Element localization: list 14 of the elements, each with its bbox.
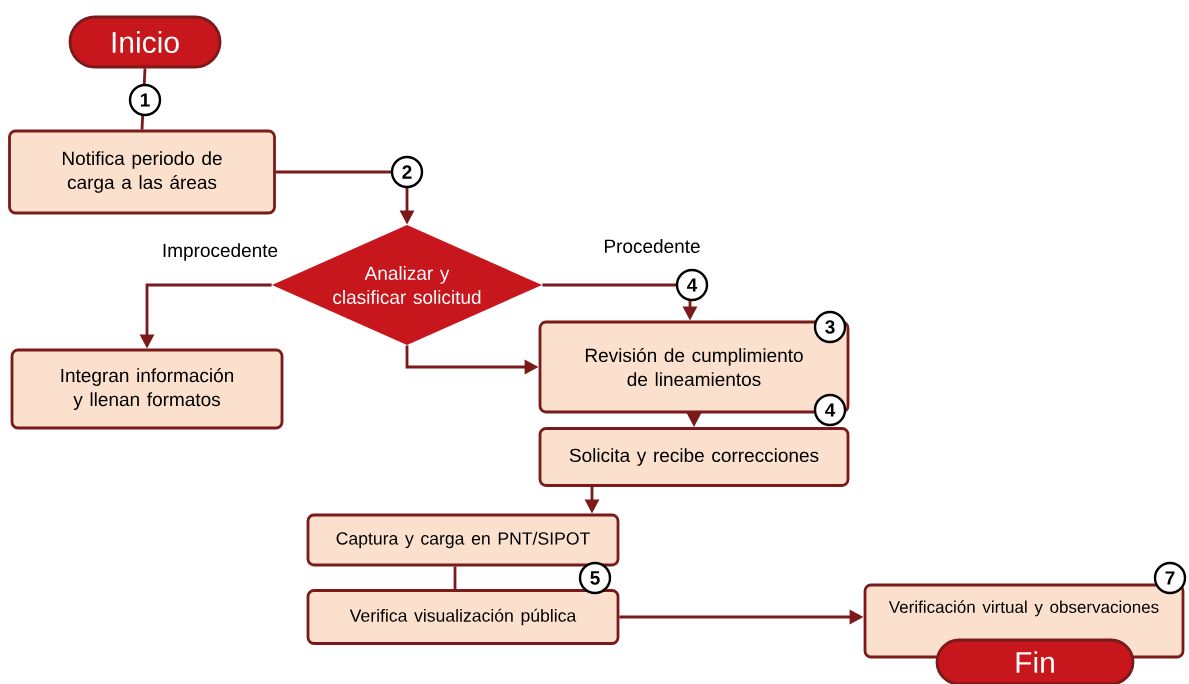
callout-number: 4 [675, 268, 709, 302]
process-box: Solicita y recibe correcciones [538, 427, 850, 487]
callout-number: 2 [390, 155, 424, 189]
process-box: Integran información y llenan formatos [10, 348, 284, 430]
process-box: Captura y carga en PNT/SIPOT [306, 513, 620, 567]
process-box: Notifica periodo de carga a las áreas [8, 129, 276, 215]
callout-number: 3 [813, 310, 847, 344]
callout-number: 5 [578, 561, 612, 595]
process-box: Verifica visualización pública [306, 589, 620, 645]
callout-number: 7 [1153, 561, 1187, 595]
edge-label: Procedente [601, 237, 703, 255]
terminal-oval: Fin [935, 638, 1135, 684]
callout-number: 4 [813, 393, 847, 427]
callout-number: 1 [128, 83, 162, 117]
